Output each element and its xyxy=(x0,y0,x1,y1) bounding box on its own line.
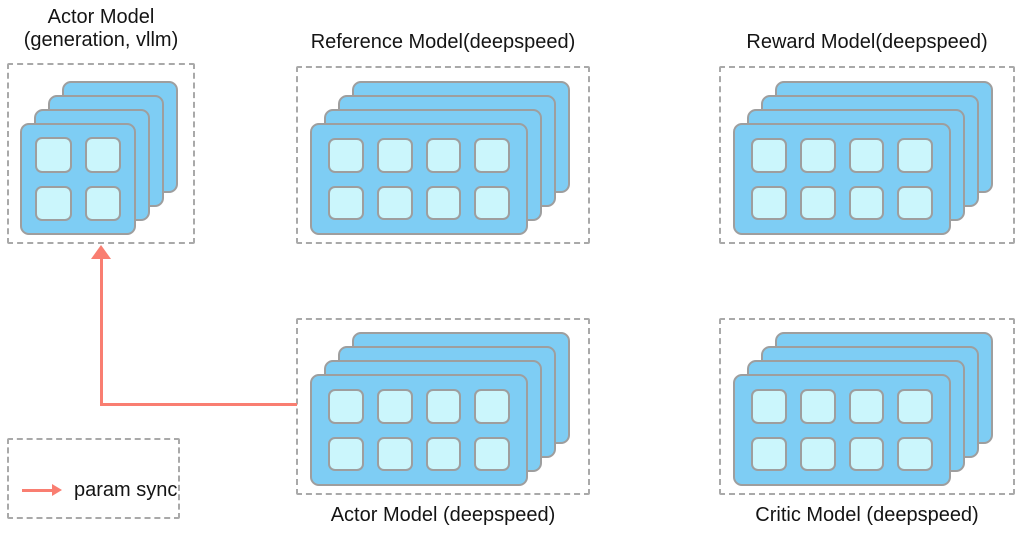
gpu-cell-grid xyxy=(328,138,510,220)
gpu-cell-grid xyxy=(751,138,933,220)
gpu-cell xyxy=(376,138,413,173)
gpu-stack-actor-deepspeed xyxy=(310,332,570,486)
gpu-cell xyxy=(848,436,885,471)
gpu-cell-grid xyxy=(328,389,510,471)
panel-title-line: (generation, vllm) xyxy=(23,29,179,51)
panel-title-line: Actor Model (deepspeed) xyxy=(330,504,556,526)
param-sync-arrow-head-icon xyxy=(91,245,111,259)
gpu-cell xyxy=(848,185,885,220)
gpu-cell xyxy=(848,389,885,424)
panel-title-line: Reference Model(deepspeed) xyxy=(310,31,576,53)
gpu-cell xyxy=(425,389,462,424)
panel-title-critic: Critic Model (deepspeed) xyxy=(719,504,1015,527)
gpu-cell xyxy=(35,185,72,221)
panel-box-actor-deepspeed xyxy=(296,318,590,495)
gpu-card-front xyxy=(310,123,528,235)
panel-title-reference: Reference Model(deepspeed) xyxy=(296,31,590,54)
gpu-cell xyxy=(425,185,462,220)
panel-box-actor-vllm xyxy=(7,63,195,244)
gpu-stack-reference xyxy=(310,81,570,235)
panel-box-critic xyxy=(719,318,1015,495)
gpu-cell xyxy=(751,389,787,424)
gpu-cell xyxy=(799,138,836,173)
gpu-cell xyxy=(474,436,510,471)
param-sync-arrow-horizontal-segment xyxy=(101,403,297,406)
gpu-cell xyxy=(897,389,933,424)
gpu-cell xyxy=(751,436,787,471)
gpu-cell xyxy=(84,185,121,221)
gpu-cell-grid xyxy=(35,137,121,221)
gpu-cell xyxy=(35,137,72,173)
gpu-cell xyxy=(328,138,364,173)
gpu-card-front xyxy=(733,123,951,235)
gpu-cell xyxy=(848,138,885,173)
gpu-cell xyxy=(425,138,462,173)
gpu-cell xyxy=(799,389,836,424)
gpu-cell xyxy=(474,138,510,173)
gpu-cell xyxy=(84,137,121,173)
gpu-stack-critic xyxy=(733,332,993,486)
gpu-cell xyxy=(328,389,364,424)
panel-title-reward: Reward Model(deepspeed) xyxy=(719,31,1015,54)
param-sync-arrow-vertical-segment xyxy=(100,257,103,406)
gpu-cell xyxy=(474,389,510,424)
gpu-cell xyxy=(799,436,836,471)
gpu-cell xyxy=(328,436,364,471)
gpu-cell xyxy=(897,436,933,471)
gpu-cell xyxy=(328,185,364,220)
gpu-cell xyxy=(799,185,836,220)
gpu-card-front xyxy=(310,374,528,486)
gpu-cell xyxy=(751,185,787,220)
panel-box-reference xyxy=(296,66,590,244)
gpu-cell xyxy=(425,436,462,471)
gpu-cell-grid xyxy=(751,389,933,471)
gpu-cell xyxy=(376,389,413,424)
gpu-card-front xyxy=(733,374,951,486)
param-sync-arrow-icon xyxy=(22,484,62,496)
panel-box-reward xyxy=(719,66,1015,244)
gpu-card-front xyxy=(20,123,136,235)
panel-title-line: Actor Model xyxy=(47,6,155,28)
panel-title-line: Critic Model (deepspeed) xyxy=(755,504,979,526)
legend-box: param sync xyxy=(7,438,180,519)
gpu-cell xyxy=(897,138,933,173)
legend-label: param sync xyxy=(74,479,178,501)
legend-entry-param-sync: param sync xyxy=(22,479,177,501)
gpu-stack-actor-vllm xyxy=(20,81,178,235)
gpu-cell xyxy=(751,138,787,173)
gpu-cell xyxy=(376,436,413,471)
gpu-stack-reward xyxy=(733,81,993,235)
panel-title-actor-vllm: Actor Model (generation, vllm) xyxy=(7,6,195,52)
panel-title-actor-deepspeed: Actor Model (deepspeed) xyxy=(296,504,590,527)
panel-title-line: Reward Model(deepspeed) xyxy=(746,31,988,53)
gpu-cell xyxy=(897,185,933,220)
gpu-cell xyxy=(474,185,510,220)
gpu-cell xyxy=(376,185,413,220)
